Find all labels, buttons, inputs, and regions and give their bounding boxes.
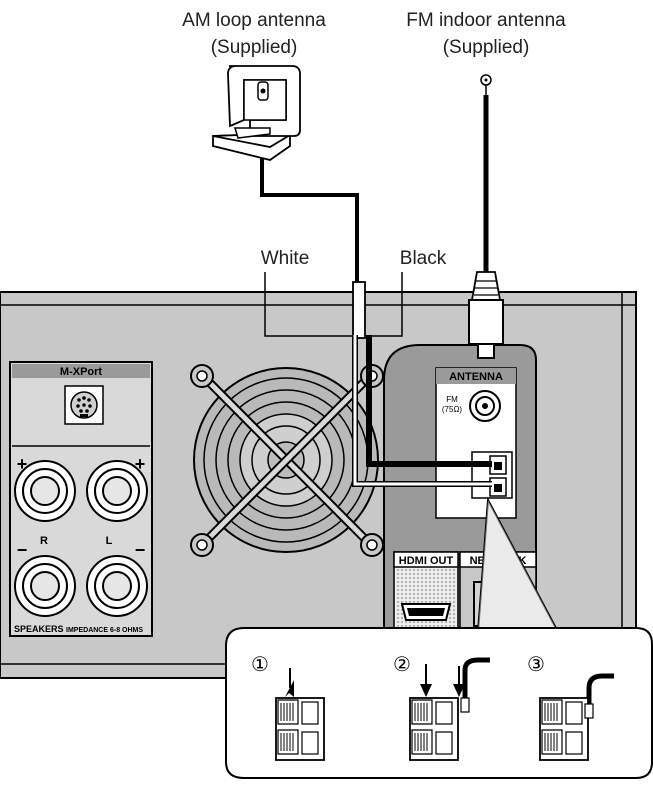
mxport-connector xyxy=(64,385,104,425)
speaker-plus-left: + xyxy=(17,454,28,474)
step-2-number: ② xyxy=(393,654,411,676)
mxport-label: M-XPort xyxy=(60,366,103,378)
am-loop-antenna xyxy=(212,65,301,161)
step-1-terminal xyxy=(275,668,325,761)
white-wire-label: White xyxy=(261,248,310,269)
speakers-label: SPEAKERS IMPEDANCE 6-8 OHMS xyxy=(14,624,143,634)
am-antenna-cable xyxy=(260,158,366,339)
cooling-fan xyxy=(188,362,384,557)
step-1-number: ① xyxy=(251,654,269,676)
callout-pointer xyxy=(476,496,560,633)
fm-antenna-plug xyxy=(468,271,504,359)
fm-impedance-label: (75Ω) xyxy=(442,405,463,414)
speaker-terminal-l-plus xyxy=(86,460,148,522)
step-3-number: ③ xyxy=(527,654,545,676)
speaker-terminal-r-minus xyxy=(14,555,76,617)
antenna-label: ANTENNA xyxy=(449,371,503,383)
step-2-terminal xyxy=(409,657,490,761)
wire-label-brackets xyxy=(264,272,403,337)
black-wire-label: Black xyxy=(400,248,447,269)
hdmi-port xyxy=(400,603,452,621)
black-wire xyxy=(366,335,492,467)
am-terminal xyxy=(471,451,513,499)
speaker-terminal-l-minus xyxy=(86,555,148,617)
fm-antenna-label: FM indoor antenna xyxy=(406,10,566,31)
fm-label: FM xyxy=(446,395,458,404)
speaker-terminal-r-plus xyxy=(14,460,76,522)
fm-indoor-antenna xyxy=(468,74,504,359)
fm-antenna-supplied-label: (Supplied) xyxy=(443,37,530,58)
channel-r-label: R xyxy=(40,535,48,547)
am-antenna-label: AM loop antenna xyxy=(182,10,326,31)
channel-l-label: L xyxy=(106,535,113,547)
speaker-terminal-block: M-XPort + + − − R L xyxy=(9,361,153,637)
white-wire xyxy=(352,335,492,487)
speaker-minus-right: − xyxy=(135,540,146,560)
fm-coax-jack xyxy=(469,390,501,422)
am-antenna-supplied-label: (Supplied) xyxy=(211,37,298,58)
antenna-terminal-panel: ANTENNA FM (75Ω) xyxy=(435,367,517,519)
hdmi-out-label: HDMI OUT xyxy=(399,555,454,567)
speaker-minus-left: − xyxy=(17,540,28,560)
step-3-terminal xyxy=(539,673,614,761)
procedure-inset: ① ② ③ xyxy=(225,627,653,779)
speaker-plus-right: + xyxy=(135,454,146,474)
